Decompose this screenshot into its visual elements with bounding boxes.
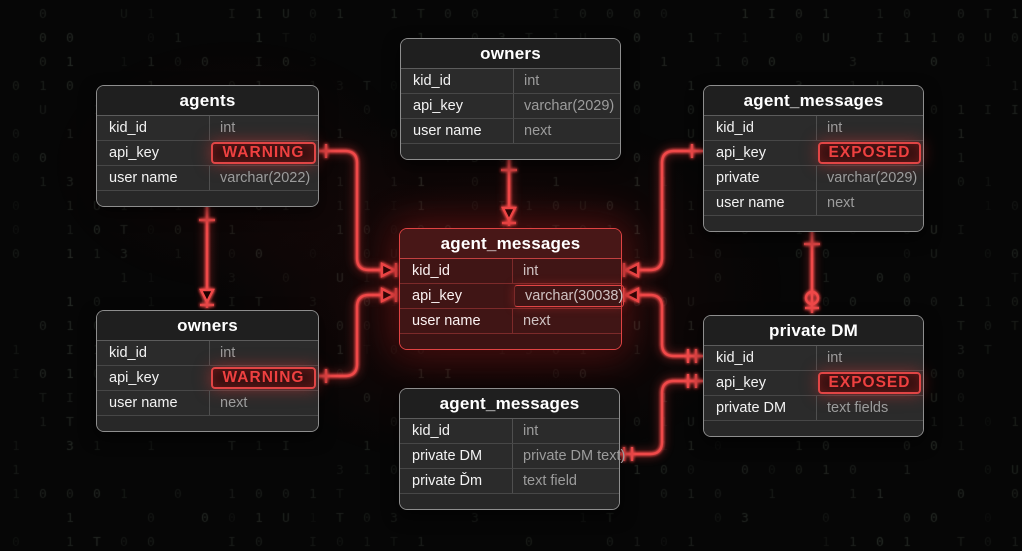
field-name: kid_id — [412, 263, 450, 279]
table-owners-bottom[interactable]: owners kid_id int api_key WARNING user name ne… — [96, 310, 319, 432]
table-title: agents — [97, 86, 318, 116]
table-row: kid_id int — [97, 341, 318, 366]
table-row: private DM private DM text) — [400, 444, 625, 469]
table-row: kid_id int — [704, 116, 923, 141]
field-name: api_key — [716, 145, 766, 161]
field-name: kid_id — [716, 350, 754, 366]
table-footer — [704, 421, 923, 436]
table-row: kid_id int — [401, 69, 620, 94]
table-footer — [401, 144, 620, 159]
field-type: varchar(2029) — [816, 166, 923, 190]
table-row: private DM text fields — [704, 396, 923, 421]
table-title: agent_messages — [400, 229, 621, 259]
connector-agents-to-owners-bottom — [199, 205, 215, 308]
field-type: int — [513, 69, 620, 93]
field-name: api_key — [413, 98, 463, 114]
table-row: kid_id int — [400, 259, 621, 284]
table-row: kid_id int — [400, 419, 619, 444]
field-name: user name — [109, 395, 178, 411]
connector-agents-to-center-kid-id — [317, 144, 398, 278]
field-type: int — [816, 116, 923, 140]
table-row: api_key EXPOSED — [704, 371, 923, 396]
field-name: user name — [716, 195, 785, 211]
field-name: api_key — [109, 370, 159, 386]
field-type: next — [816, 191, 923, 215]
field-name: user name — [413, 123, 482, 139]
table-row: user name varchar(2022) — [97, 166, 318, 191]
table-row: user name next — [704, 191, 923, 216]
table-row: api_key WARNING — [97, 141, 318, 166]
table-agents[interactable]: agents kid_id int api_key WARNING user name va… — [96, 85, 319, 207]
table-row: user name next — [401, 119, 620, 144]
alert-value-badge: WARNING — [211, 367, 316, 389]
table-title: agent_messages — [400, 389, 619, 419]
table-row: api_key varchar(30038) — [400, 284, 625, 309]
field-name: api_key — [716, 375, 766, 391]
table-row: user name next — [400, 309, 621, 334]
field-name: private — [716, 170, 760, 186]
field-type: private DM text) — [512, 444, 625, 468]
table-title: private DM — [704, 316, 923, 346]
table-row: kid_id int — [97, 116, 318, 141]
table-row: kid_id int — [704, 346, 923, 371]
field-type: varchar(2022) — [209, 166, 318, 190]
field-type: text fields — [816, 396, 923, 420]
table-footer — [704, 216, 923, 231]
table-title: agent_messages — [704, 86, 923, 116]
alert-value-badge: EXPOSED — [818, 142, 921, 164]
table-footer — [97, 191, 318, 206]
field-name: user name — [109, 170, 178, 186]
field-name: kid_id — [109, 120, 147, 136]
field-name: private DM — [412, 448, 483, 464]
field-type: next — [512, 309, 621, 333]
field-name: kid_id — [109, 345, 147, 361]
field-type: varchar(2029) — [513, 94, 620, 118]
table-footer — [97, 416, 318, 431]
field-name: kid_id — [716, 120, 754, 136]
field-type: varchar(30038) — [514, 285, 625, 307]
table-row: api_key WARNING — [97, 366, 318, 391]
field-type: int — [209, 341, 318, 365]
table-row: user name next — [97, 391, 318, 416]
connector-agent-messages-bottom-to-private-dm-api-key — [618, 374, 703, 461]
connector-agent-messages-top-right-to-private-dm — [804, 230, 820, 313]
table-row: private varchar(2029) — [704, 166, 923, 191]
field-name: user name — [412, 313, 481, 329]
table-title: owners — [97, 311, 318, 341]
table-row: private Ďm text field — [400, 469, 619, 494]
table-row: api_key varchar(2029) — [401, 94, 620, 119]
field-type: int — [816, 346, 923, 370]
field-name: private DM — [716, 400, 787, 416]
field-name: kid_id — [412, 423, 450, 439]
table-footer — [400, 494, 619, 509]
connector-owners-bottom-to-center-api-key — [317, 287, 398, 383]
field-type: text field — [512, 469, 619, 493]
table-row: api_key EXPOSED — [704, 141, 923, 166]
field-type: next — [209, 391, 318, 415]
connector-agent-messages-top-right-to-center-kid-id — [622, 144, 703, 278]
field-type: int — [209, 116, 318, 140]
field-name: api_key — [109, 145, 159, 161]
field-type: int — [512, 419, 619, 443]
table-footer — [400, 334, 621, 349]
field-type: next — [513, 119, 620, 143]
table-agent-messages-center[interactable]: agent_messages kid_id int api_key varchar(30… — [399, 228, 625, 350]
alert-value-badge: EXPOSED — [818, 372, 921, 394]
field-name: kid_id — [413, 73, 451, 89]
field-type: int — [512, 259, 621, 283]
field-name: api_key — [412, 288, 462, 304]
connector-owners-top-to-center — [501, 158, 517, 226]
table-title: owners — [401, 39, 620, 69]
alert-value-badge: WARNING — [211, 142, 316, 164]
field-name: private Ďm — [412, 473, 483, 489]
